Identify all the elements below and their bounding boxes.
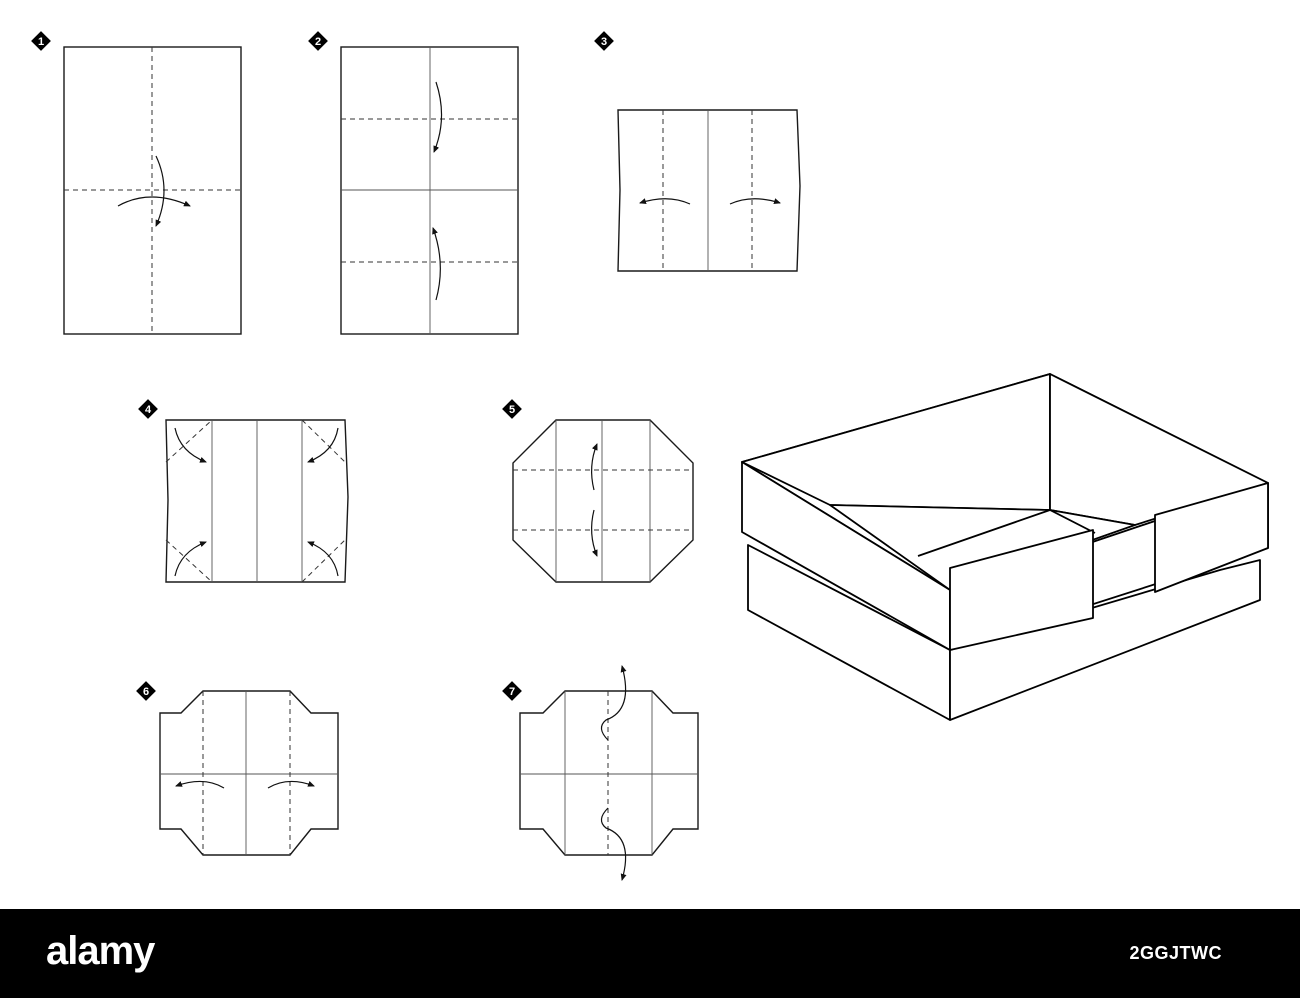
image-id-label: 2GGJTWC: [1129, 943, 1222, 963]
stock-watermark-banner: alamy 2GGJTWC: [0, 909, 1300, 998]
step-badge-2: 2: [308, 31, 328, 51]
fold-arrow: [591, 443, 598, 491]
fold-arrow: [117, 196, 191, 207]
box-flap: [1154, 482, 1269, 593]
step-badge-3: 3: [594, 31, 614, 51]
step-badge-4: 4: [138, 399, 158, 419]
fold-arrow: [600, 807, 627, 881]
fold-arrow: [307, 427, 339, 463]
step-badge-1: 1: [31, 31, 51, 51]
origami-instructions-diagram: 1 2 3: [31, 31, 1269, 881]
valley-fold-corner: [301, 539, 346, 583]
alamy-logo: alamy: [46, 929, 155, 973]
valley-fold-corner: [165, 419, 213, 463]
fold-arrow: [174, 427, 207, 463]
fold-arrow: [600, 665, 627, 741]
folded-paper: [159, 690, 339, 856]
fold-arrow: [267, 780, 315, 789]
fold-arrow: [591, 509, 598, 557]
fold-arrow: [433, 81, 443, 153]
step-badge-5: 5: [502, 399, 522, 419]
finished-box-illustration: [741, 373, 1269, 721]
step-number: 1: [38, 36, 44, 48]
step-number: 7: [509, 686, 515, 698]
step-badge-7: 7: [502, 681, 522, 701]
step-badge-6: 6: [136, 681, 156, 701]
paper-sheet: [340, 46, 519, 335]
fold-arrow: [639, 198, 691, 205]
folded-paper: [519, 690, 699, 856]
box-inner-floor: [829, 504, 1136, 591]
folded-paper: [617, 109, 801, 272]
step-1: 1: [31, 31, 242, 335]
black-diamond-icon: [138, 399, 158, 419]
step-number: 3: [601, 36, 607, 48]
black-diamond-icon: [502, 681, 522, 701]
step-5: 5: [502, 399, 694, 583]
step-4: 4: [138, 399, 349, 583]
step-2: 2: [308, 31, 519, 335]
fold-arrow: [729, 198, 781, 205]
step-7: 7: [502, 665, 699, 881]
box-flap: [949, 529, 1094, 651]
black-diamond-icon: [308, 31, 328, 51]
step-number: 5: [509, 404, 515, 416]
valley-fold-corner: [301, 419, 346, 463]
fold-arrow: [307, 541, 339, 577]
fold-arrow: [155, 155, 165, 227]
fold-arrow: [174, 541, 207, 577]
step-number: 6: [143, 686, 149, 698]
step-number: 4: [145, 404, 152, 416]
step-3: 3: [594, 31, 801, 272]
folded-paper: [512, 419, 694, 583]
fold-arrow: [432, 227, 441, 301]
black-diamond-icon: [502, 399, 522, 419]
step-number: 2: [315, 36, 321, 48]
valley-fold-corner: [165, 539, 213, 583]
fold-arrow: [175, 780, 225, 789]
